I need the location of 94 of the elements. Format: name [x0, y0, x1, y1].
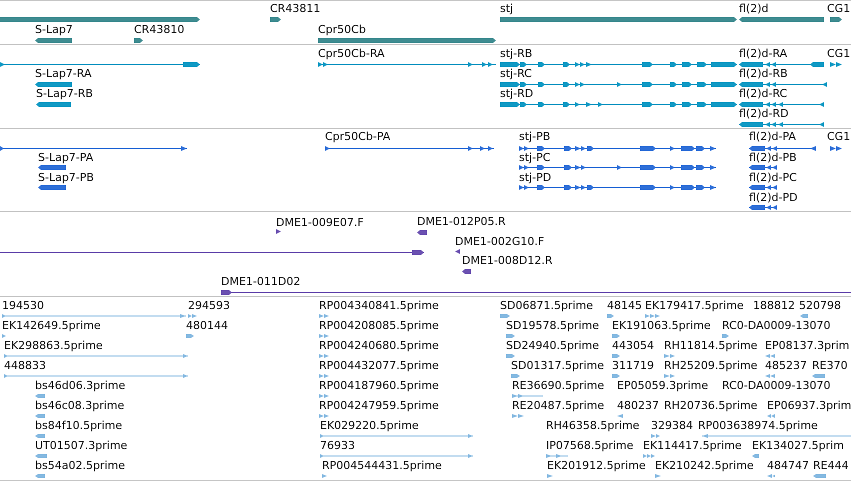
protein-model — [0, 146, 187, 150]
feature-label: stj-PC — [519, 152, 550, 164]
feature-label: EK029220.5prime — [320, 420, 419, 432]
feature-label: EK298863.5prime — [4, 340, 103, 352]
feature-label: SD06871.5prime — [500, 300, 593, 312]
feature-label: fl(2)d-PA — [749, 131, 796, 143]
feature-label: S-Lap7-RA — [35, 68, 92, 80]
feature-label: 194530 — [2, 300, 44, 312]
feature-label: stj-PD — [519, 172, 552, 184]
feature-label: S-Lap7-PB — [38, 172, 94, 184]
feature-label: RP004340841.5prime — [319, 300, 439, 312]
feature-label: DME1-011D02 — [221, 276, 300, 288]
feature-label: fl(2)d-RB — [739, 68, 788, 80]
feature-label: SD01317.5prime — [511, 360, 604, 372]
feature-label: EP05059.3prime — [617, 380, 708, 392]
feature-label: S-Lap7-PA — [38, 152, 94, 164]
feature-label: S-Lap7 — [35, 24, 73, 36]
feature-label: RP004187960.5prime — [319, 380, 439, 392]
feature-label: EK210242.5prime — [655, 460, 754, 472]
feature-label: stj — [500, 3, 514, 15]
feature-label: RP004208085.5prime — [319, 320, 439, 332]
feature-label: CG1 — [827, 131, 850, 143]
feature-label: EP06937.3prim — [767, 400, 851, 412]
track-panel — [0, 129, 851, 212]
feature-label: RH46358.5prime — [546, 420, 640, 432]
feature-label: 311719 — [612, 360, 654, 372]
feature-label: RE444 — [813, 460, 849, 472]
feature-label: Cpr50Cb-PA — [325, 131, 390, 143]
feature-label: RC0-DA0009-13070 — [722, 320, 831, 332]
feature-label: RH11814.5prime — [664, 340, 758, 352]
feature-label: fl(2)d — [739, 3, 768, 15]
feature-label: SD19578.5prime — [506, 320, 599, 332]
feature-label: RP004247959.5prime — [319, 400, 439, 412]
feature-label: EK114417.5prime — [643, 440, 742, 452]
feature-label: RP004544431.5prime — [322, 460, 442, 472]
feature-label: 329384 — [651, 420, 693, 432]
feature-label: RE370 — [812, 360, 848, 372]
feature-label: bs54a02.5prime — [35, 460, 125, 472]
feature-label: RP003638974.5prime — [698, 420, 818, 432]
feature-label: SD24940.5prime — [506, 340, 599, 352]
feature-label: fl(2)d-PC — [749, 172, 797, 184]
feature-label: 443054 — [612, 340, 654, 352]
feature-label: DME1-009E07.F — [276, 216, 364, 229]
feature-label: 484747 — [767, 460, 809, 472]
feature-label: EK191063.5prime — [612, 320, 711, 332]
feature-label: IP07568.5prime — [546, 440, 634, 452]
feature-label: 188812 — [753, 300, 795, 312]
transcript-model — [0, 62, 200, 66]
feature-label: DME1-012P05.R — [417, 216, 506, 228]
feature-label: UT01507.3prime — [35, 440, 128, 452]
feature-label: stj-RC — [500, 68, 532, 80]
feature-label: CG1 — [827, 3, 850, 15]
feature-label: fl(2)d-RC — [739, 88, 788, 100]
feature-label: bs84f10.5prime — [35, 420, 122, 432]
feature-label: RC0-DA0009-13070 — [722, 380, 831, 392]
feature-label: RP004432077.5prime — [319, 360, 439, 372]
feature-label: DME1-008D12.R — [462, 255, 552, 267]
feature-label: 480144 — [186, 320, 228, 332]
track-panel — [0, 0, 851, 45]
feature-label: 76933 — [320, 440, 355, 452]
feature-label: EP08137.3prim — [765, 340, 850, 352]
feature-label: stj-PB — [519, 131, 550, 143]
feature-label: S-Lap7-RB — [36, 88, 93, 100]
feature-label: DME1-002G10.F — [455, 236, 544, 248]
feature-label: RE20487.5prime — [512, 400, 604, 412]
feature-label: 48145 — [607, 300, 642, 312]
feature-label: CR43810 — [134, 24, 184, 36]
feature-label: stj-RB — [500, 48, 532, 60]
feature-label: fl(2)d-PB — [749, 152, 797, 164]
feature-label: 480237 — [617, 400, 659, 412]
gene-model — [0, 16, 200, 22]
feature-label: bs46d06.3prime — [35, 380, 126, 392]
feature-label: RH25209.5prime — [664, 360, 758, 372]
feature-label: CG1 — [827, 48, 850, 60]
clone-end-marker — [0, 250, 424, 254]
feature-label: CR43811 — [270, 2, 320, 14]
feature-label: EK201912.5prime — [547, 460, 646, 472]
feature-label: RH20736.5prime — [664, 400, 758, 412]
feature-label: 294593 — [188, 300, 230, 312]
feature-label: fl(2)d-RD — [739, 108, 789, 120]
feature-label: 485237 — [765, 360, 807, 372]
feature-label: EK179417.5prime — [645, 300, 744, 312]
feature-label: 448833 — [4, 360, 46, 372]
feature-label: Cpr50Cb — [318, 24, 366, 36]
feature-label: fl(2)d-PD — [749, 192, 798, 204]
feature-label: Cpr50Cb-RA — [318, 48, 385, 60]
feature-label: EK134027.5prim — [752, 440, 844, 452]
feature-label: stj-RD — [500, 88, 534, 100]
feature-label: RE36690.5prime — [512, 380, 604, 392]
feature-label: EK142649.5prime — [2, 320, 101, 332]
feature-label: 520798 — [799, 300, 841, 312]
feature-label: RP004240680.5prime — [319, 340, 439, 352]
feature-label: bs46c08.3prime — [35, 400, 124, 412]
feature-label: fl(2)d-RA — [739, 48, 788, 60]
